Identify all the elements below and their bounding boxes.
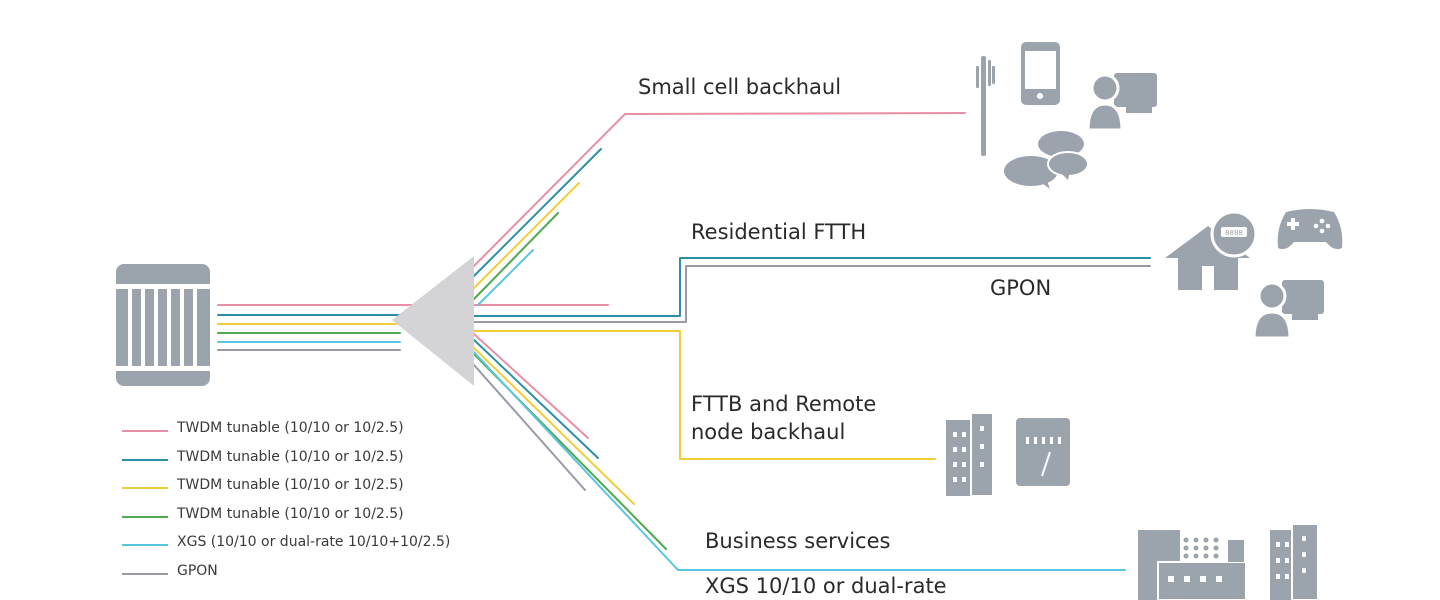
gamepad-icon [1277, 209, 1343, 250]
computer-user-icon [1086, 73, 1157, 132]
label-fttb-line1: FTTB and Remote [691, 392, 877, 416]
label-gpon: GPON [990, 276, 1052, 300]
legend-swatch [122, 515, 168, 518]
building-icon [946, 412, 994, 497]
computer-user-icon [1252, 280, 1324, 340]
label-xgs: XGS 10/10 or dual-rate [705, 574, 947, 598]
upper-fan-fibers [459, 112, 966, 306]
factory-icon [1138, 530, 1247, 600]
fttb-fiber [473, 330, 936, 460]
smart-meter-icon: 8888 [1210, 210, 1258, 258]
remote-cabinet-icon [1016, 418, 1070, 486]
legend-label: XGS (10/10 or dual-rate 10/10+10/2.5) [177, 534, 451, 551]
small-cell-fiber [459, 112, 966, 281]
residential-fibers [473, 257, 1151, 323]
business-fiber [471, 349, 1126, 571]
label-business-services: Business services [705, 529, 891, 553]
cell-tower-icon [976, 56, 995, 156]
legend-swatch [122, 487, 168, 490]
lower-fan-fibers [465, 333, 1126, 571]
building-icon [1270, 523, 1319, 600]
optical-splitter-icon [392, 256, 474, 386]
legend-label: TWDM tunable (10/10 or 10/2.5) [177, 477, 404, 494]
legend-swatch [122, 544, 168, 547]
legend-swatch [122, 430, 168, 432]
legend-swatch [122, 572, 168, 575]
legend-label: TWDM tunable (10/10 or 10/2.5) [177, 505, 404, 522]
label-small-cell-backhaul: Small cell backhaul [638, 75, 842, 99]
legend-swatch [122, 458, 168, 461]
legend-label: TWDM tunable (10/10 or 10/2.5) [177, 420, 404, 436]
olt-chassis-icon [116, 264, 210, 386]
house-icon [1165, 226, 1250, 290]
label-fttb-line2: node backhaul [691, 420, 846, 444]
legend-label: GPON [177, 562, 218, 579]
chat-bubbles-icon [1004, 131, 1089, 189]
label-residential-ftth: Residential FTTH [691, 220, 867, 244]
legend-label: TWDM tunable (10/10 or 10/2.5) [177, 448, 404, 465]
smartphone-icon [1021, 42, 1060, 105]
svg-text:8888: 8888 [1225, 229, 1243, 237]
